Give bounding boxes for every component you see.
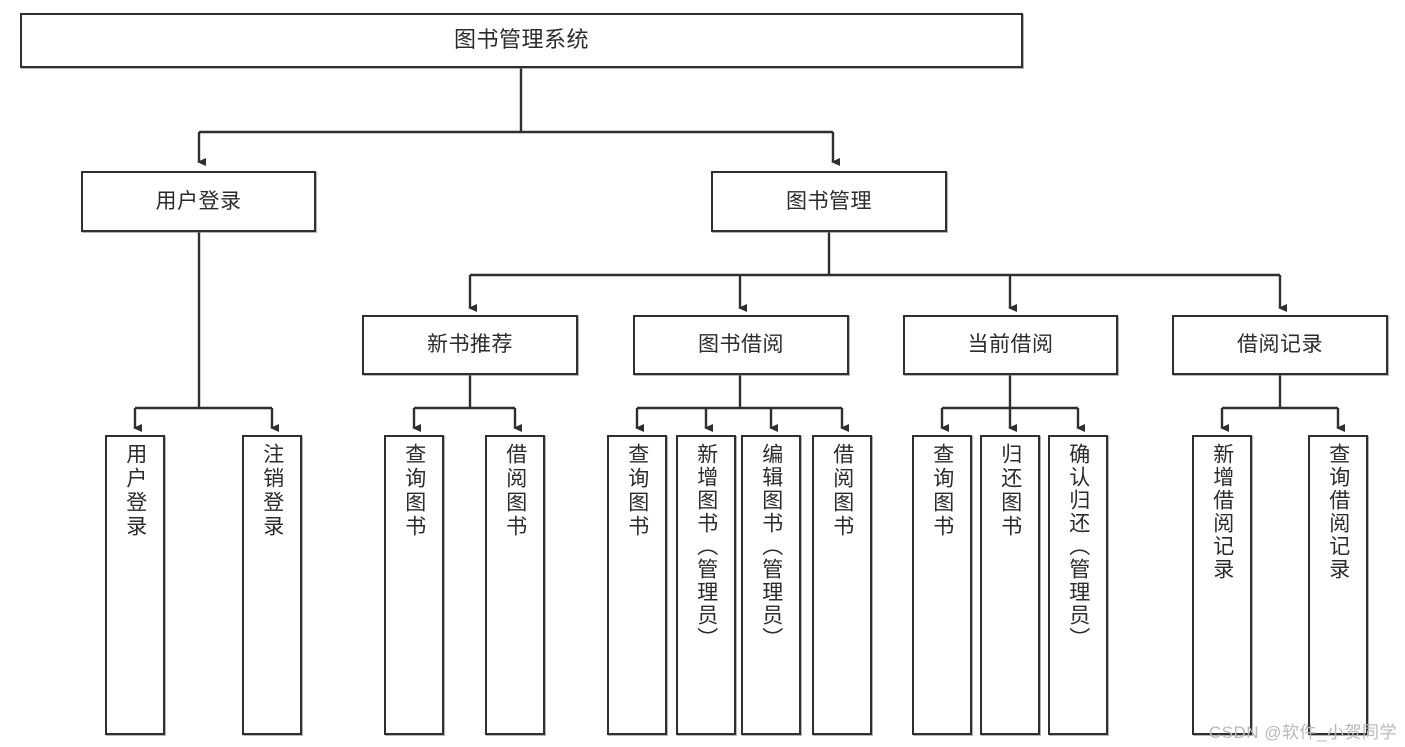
leaf-borrow-book-new[interactable]: 借阅图书 [485,435,545,735]
node-book-borrow[interactable]: 图书借阅 [633,315,849,375]
node-label: 借阅记录 [1237,333,1323,357]
node-label: 借阅图书 [830,443,854,539]
leaf-return-book[interactable]: 归还图书 [980,435,1040,735]
node-label: 查询借阅记录 [1326,443,1350,581]
node-label: 图书借阅 [698,333,784,357]
node-label: 新增图书（管理员） [694,443,718,650]
node-label: 查询图书 [625,443,649,539]
node-new-book-recommend[interactable]: 新书推荐 [362,315,578,375]
node-book-management[interactable]: 图书管理 [711,171,947,232]
leaf-query-book-borrow[interactable]: 查询图书 [607,435,667,735]
node-user-login[interactable]: 用户登录 [81,171,316,232]
node-label: 归还图书 [998,443,1022,539]
node-root-system[interactable]: 图书管理系统 [20,13,1023,68]
leaf-query-book-new[interactable]: 查询图书 [384,435,444,735]
node-label: 图书管理系统 [453,27,589,53]
node-label: 确认归还（管理员） [1066,443,1090,650]
node-label: 新增借阅记录 [1210,443,1234,581]
watermark: CSDN @软件_小贺同学 [1208,723,1397,742]
leaf-query-book-current[interactable]: 查询图书 [912,435,972,735]
leaf-edit-book-admin[interactable]: 编辑图书（管理员） [741,435,801,735]
node-label: 用户登录 [123,443,147,539]
node-label: 当前借阅 [967,333,1054,357]
leaf-confirm-return-admin[interactable]: 确认归还（管理员） [1048,435,1108,735]
node-label: 新书推荐 [427,333,513,357]
node-label: 注销登录 [260,443,284,539]
node-label: 查询图书 [930,443,954,539]
node-label: 编辑图书（管理员） [759,443,783,650]
node-current-borrow[interactable]: 当前借阅 [903,315,1118,375]
leaf-user-login[interactable]: 用户登录 [105,435,165,735]
node-label: 图书管理 [786,189,872,213]
node-label: 查询图书 [402,443,426,539]
node-label: 用户登录 [155,189,242,213]
node-borrow-records[interactable]: 借阅记录 [1172,315,1388,375]
leaf-add-book-admin[interactable]: 新增图书（管理员） [676,435,736,735]
leaf-add-borrow-record[interactable]: 新增借阅记录 [1192,435,1252,735]
leaf-logout[interactable]: 注销登录 [242,435,302,735]
node-label: 借阅图书 [503,443,527,539]
leaf-borrow-book[interactable]: 借阅图书 [812,435,872,735]
leaf-query-borrow-record[interactable]: 查询借阅记录 [1308,435,1368,735]
